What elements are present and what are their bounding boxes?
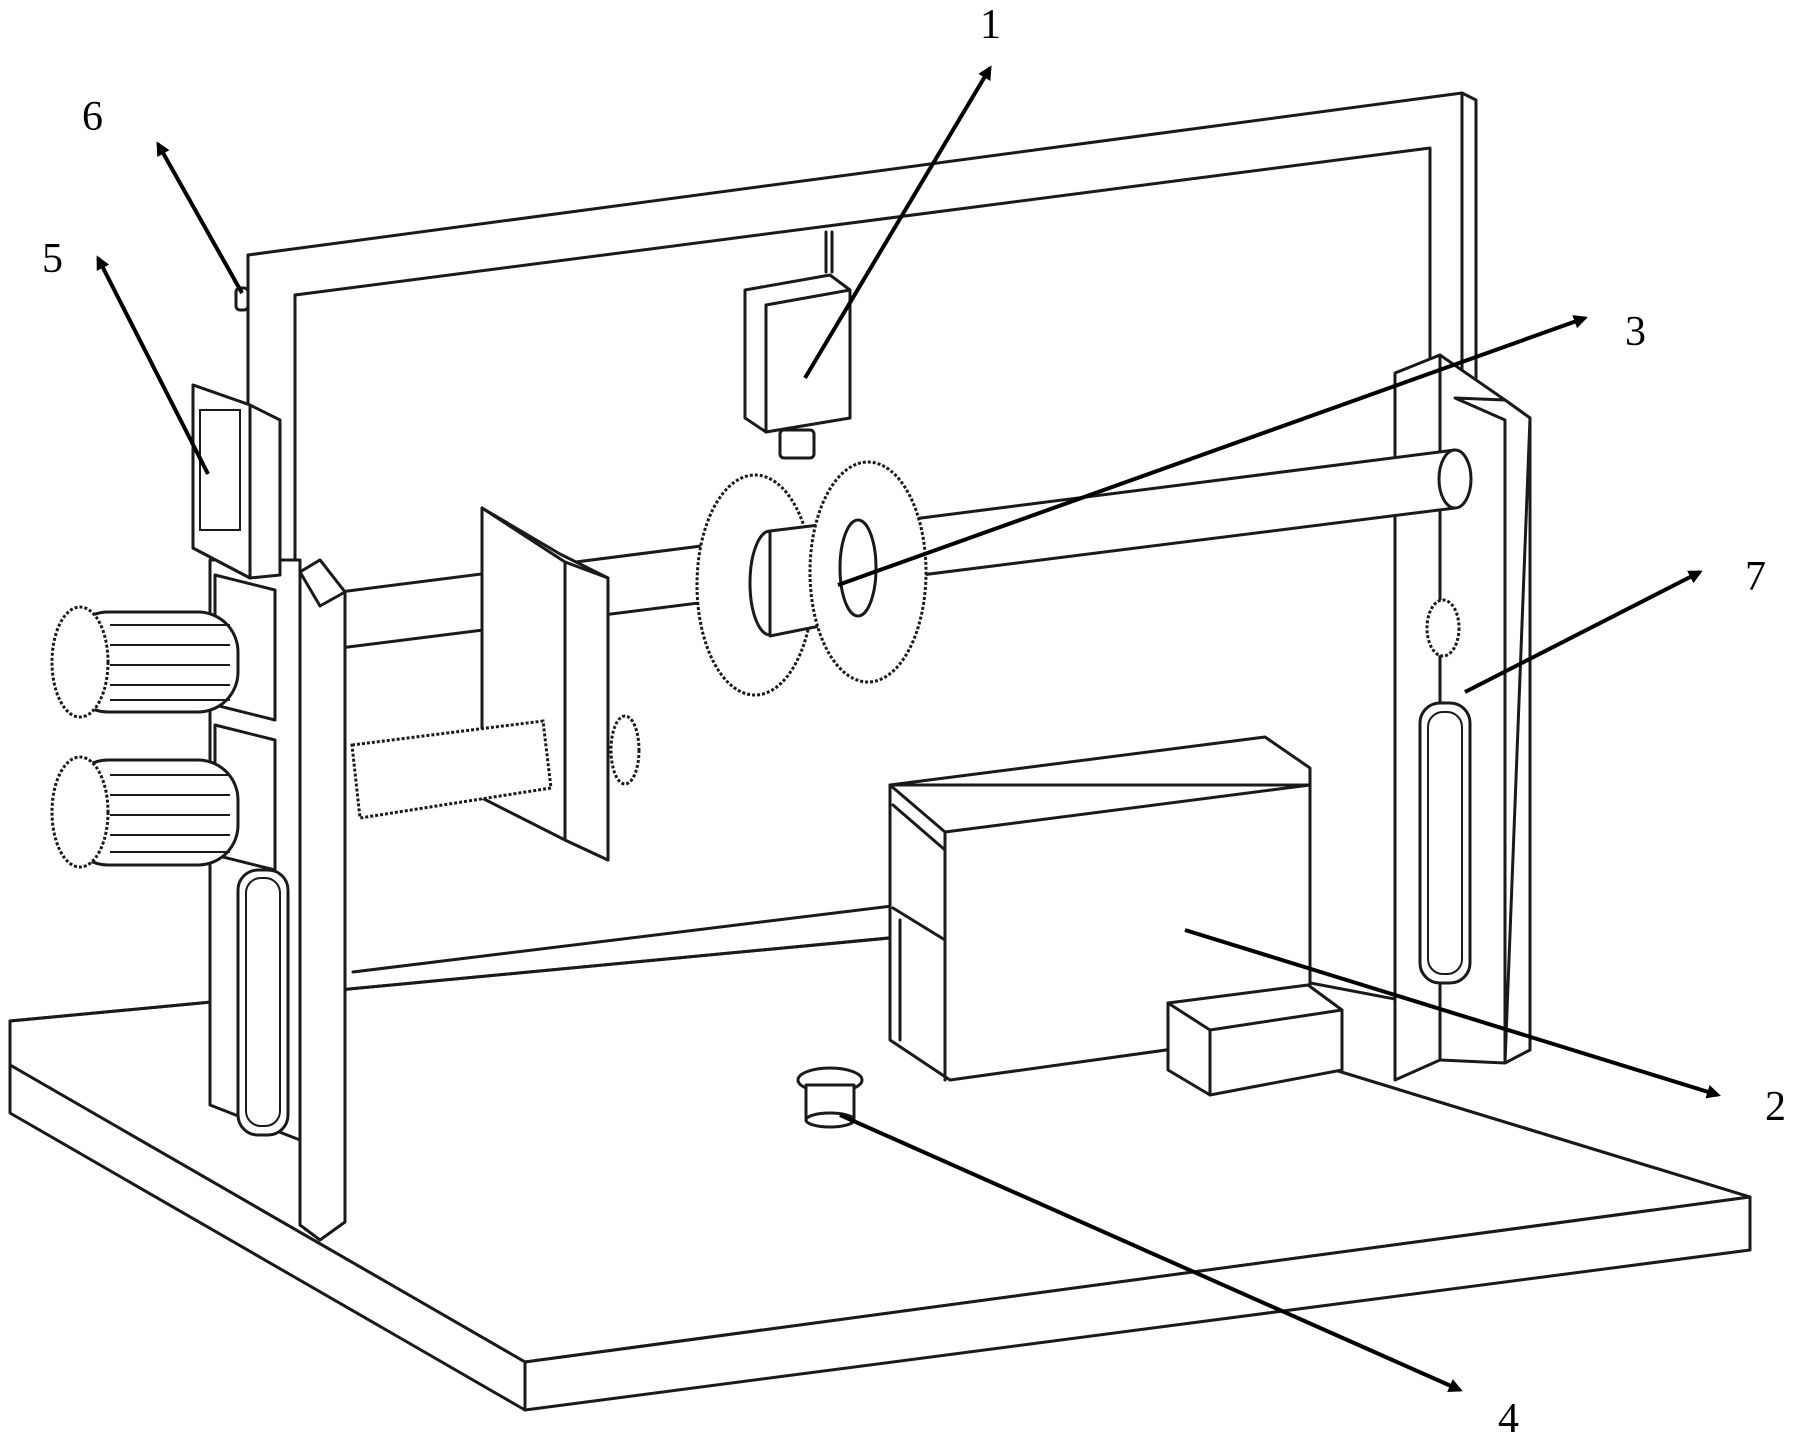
twin-disc-assembly xyxy=(697,462,926,695)
callout-label-1: 1 xyxy=(980,2,1001,48)
base-knob xyxy=(798,1068,862,1127)
callout-label-6: 6 xyxy=(82,94,103,140)
callout-label-3: 3 xyxy=(1625,309,1646,355)
callout-label-7: 7 xyxy=(1745,554,1766,600)
arrow-6 xyxy=(158,144,242,293)
top-sensor xyxy=(745,232,850,458)
display-unit xyxy=(193,385,280,578)
callout-label-2: 2 xyxy=(1765,1084,1786,1130)
callout-label-5: 5 xyxy=(42,236,63,282)
motor-box xyxy=(890,737,1342,1095)
arrow-5 xyxy=(98,258,208,474)
adjust-knob-upper xyxy=(52,575,275,720)
callout-label-4: 4 xyxy=(1498,1396,1519,1436)
adjust-knob-lower xyxy=(52,725,275,870)
